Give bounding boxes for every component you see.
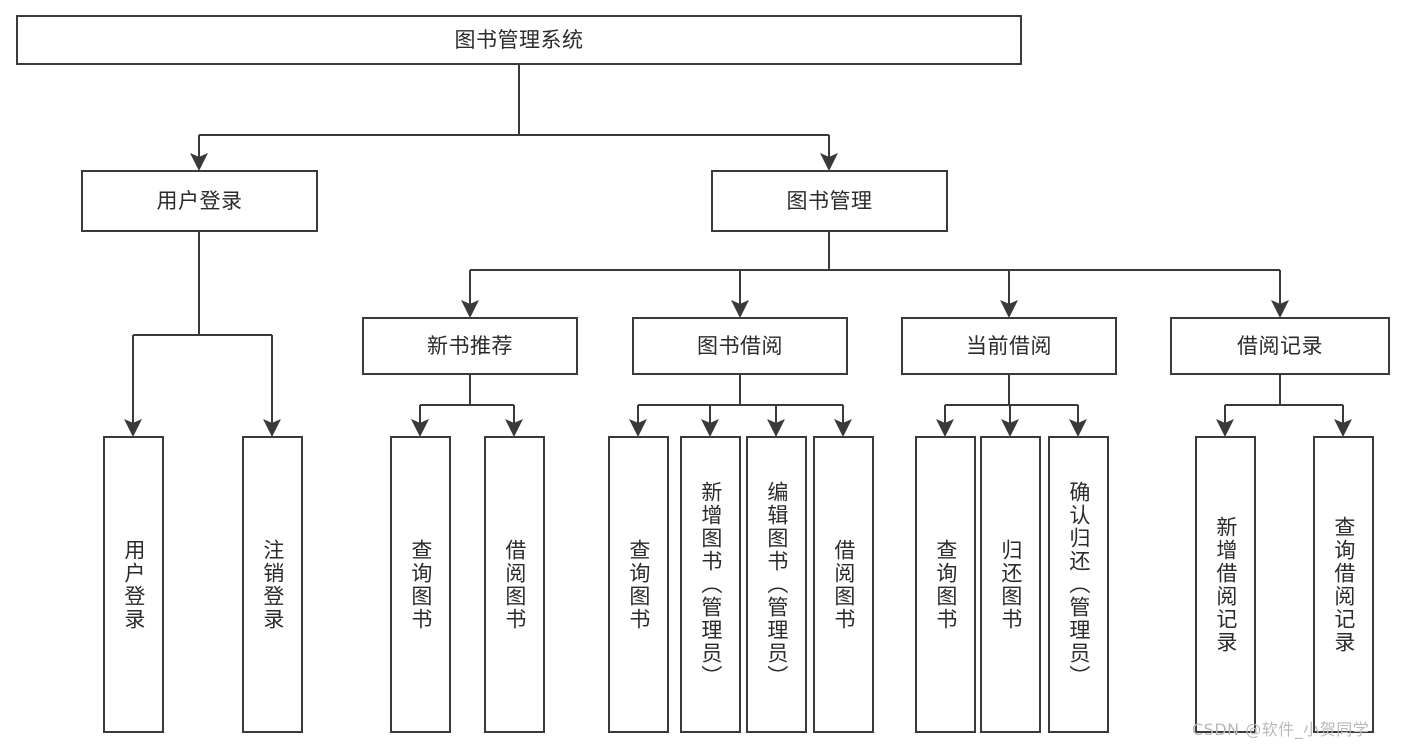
node-leaf-query-borrow-record[interactable]: 查询借阅记录: [1313, 436, 1374, 733]
node-leaf-add-book-admin[interactable]: 新增图书（管理员）: [680, 436, 741, 733]
node-current-borrow[interactable]: 当前借阅: [901, 317, 1117, 375]
node-label: 借阅记录: [1237, 333, 1323, 358]
node-leaf-edit-book-admin[interactable]: 编辑图书（管理员）: [746, 436, 807, 733]
node-label: 新增借阅记录: [1213, 515, 1238, 654]
node-label: 借阅图书: [502, 538, 527, 631]
node-label: 编辑图书（管理员）: [764, 481, 789, 688]
edge-paths: [124, 65, 1352, 437]
node-label: 查询借阅记录: [1331, 515, 1356, 654]
node-leaf-user-login[interactable]: 用户登录: [103, 436, 164, 733]
node-new-book-recommend[interactable]: 新书推荐: [362, 317, 578, 375]
node-label: 归还图书: [998, 538, 1023, 631]
node-label: 注销登录: [260, 538, 285, 631]
node-user-login[interactable]: 用户登录: [81, 170, 318, 232]
node-leaf-borrow-book-rec[interactable]: 借阅图书: [484, 436, 545, 733]
node-leaf-query-book-current[interactable]: 查询图书: [915, 436, 976, 733]
node-label: 确认归还（管理员）: [1066, 481, 1091, 688]
node-label: 查询图书: [933, 538, 958, 631]
node-label: 用户登录: [156, 188, 243, 213]
node-label: 借阅图书: [831, 538, 856, 631]
node-label: 新书推荐: [427, 333, 513, 358]
node-book-manage[interactable]: 图书管理: [711, 170, 948, 232]
node-leaf-return-book[interactable]: 归还图书: [980, 436, 1041, 733]
node-leaf-query-book-borrow[interactable]: 查询图书: [608, 436, 669, 733]
node-book-borrow[interactable]: 图书借阅: [632, 317, 848, 375]
node-borrow-record[interactable]: 借阅记录: [1170, 317, 1390, 375]
node-label: 当前借阅: [966, 333, 1052, 358]
node-leaf-confirm-return-admin[interactable]: 确认归还（管理员）: [1048, 436, 1109, 733]
node-root[interactable]: 图书管理系统: [16, 15, 1022, 65]
node-leaf-query-book-rec[interactable]: 查询图书: [390, 436, 451, 733]
node-label: 用户登录: [121, 538, 146, 631]
node-leaf-borrow-book[interactable]: 借阅图书: [813, 436, 874, 733]
node-label: 查询图书: [408, 538, 433, 631]
node-label: 新增图书（管理员）: [698, 481, 723, 688]
node-leaf-user-logout[interactable]: 注销登录: [242, 436, 303, 733]
node-leaf-add-borrow-record[interactable]: 新增借阅记录: [1195, 436, 1256, 733]
node-label: 查询图书: [626, 538, 651, 631]
csdn-watermark: CSDN @软件_小贺同学: [1192, 720, 1370, 739]
node-label: 图书借阅: [697, 333, 783, 358]
node-label: 图书管理系统: [454, 27, 584, 52]
node-label: 图书管理: [786, 188, 873, 213]
